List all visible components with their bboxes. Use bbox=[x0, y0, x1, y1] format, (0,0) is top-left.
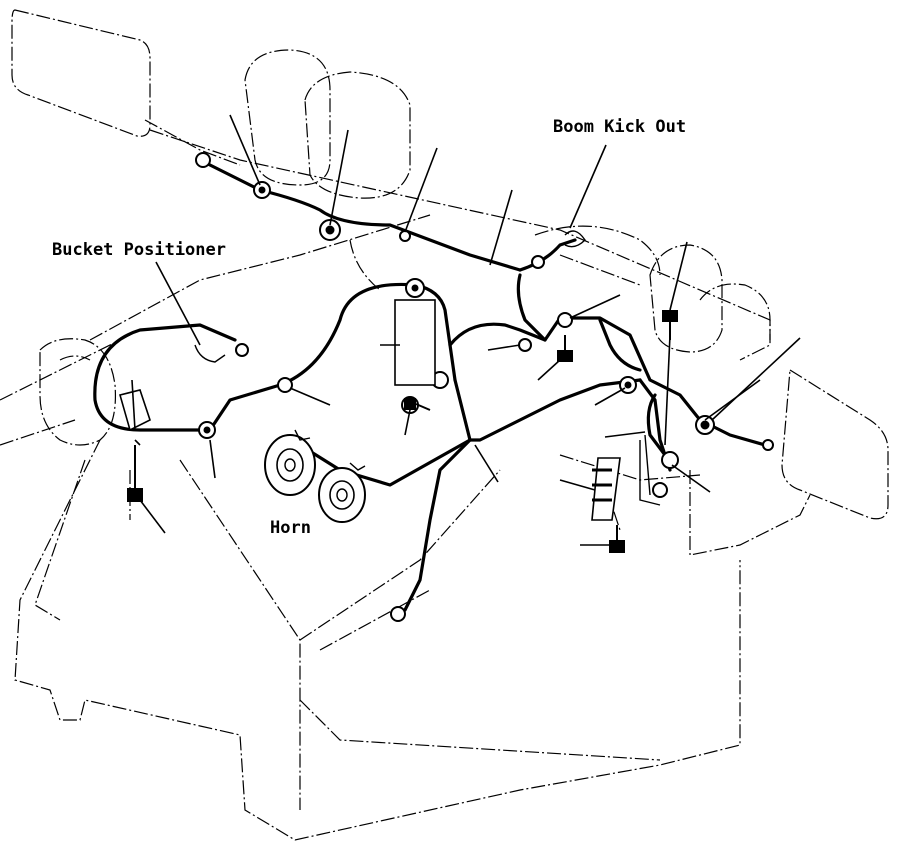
leader-lines bbox=[131, 114, 801, 546]
bolt-center bbox=[557, 335, 573, 362]
horn-assembly bbox=[264, 429, 366, 523]
bucket-positioner-label: Bucket Positioner bbox=[52, 240, 226, 260]
bolt-right-lower bbox=[609, 525, 625, 553]
frame-outline bbox=[0, 9, 889, 841]
bolt-center-left bbox=[404, 398, 431, 411]
bolts bbox=[127, 310, 678, 553]
bolt-left-lower bbox=[127, 445, 143, 502]
boom-kick-out-label: Boom Kick Out bbox=[553, 117, 687, 137]
horn-label: Horn bbox=[270, 518, 311, 538]
connectors bbox=[119, 152, 774, 622]
